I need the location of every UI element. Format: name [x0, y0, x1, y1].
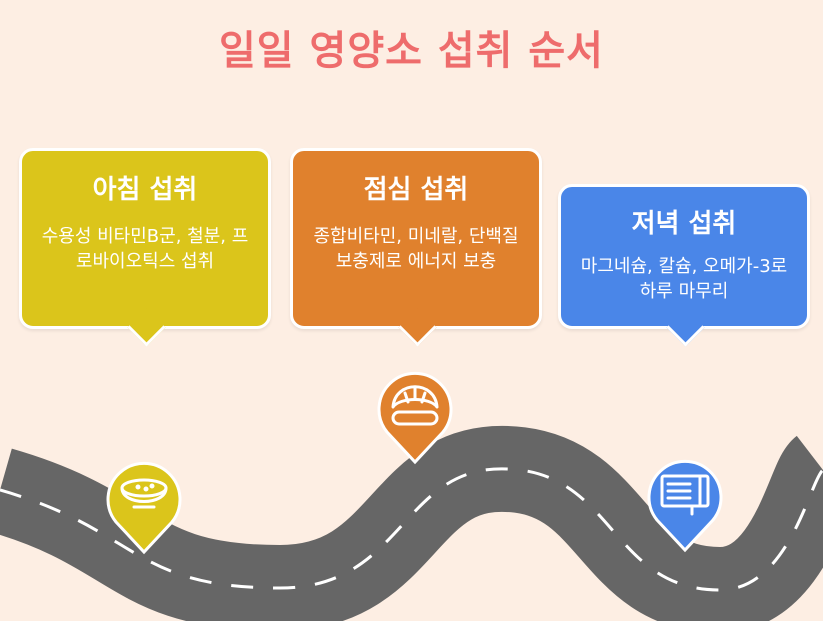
breakfast-card-description: 수용성 비타민B군, 철분, 프로바이오틱스 섭취	[41, 226, 249, 272]
road-center-line	[0, 467, 823, 592]
page-title: 일일 영양소 섭취 순서	[219, 28, 604, 74]
dinner-card: 저녁 섭취 마그네슘, 칼슘, 오메가-3로 하루 마무리	[558, 184, 810, 347]
microwave-icon	[660, 474, 710, 516]
dinner-map-pin	[647, 459, 723, 553]
lunch-map-pin	[377, 371, 453, 465]
lunch-card-title: 점심 섭취	[363, 175, 469, 205]
dinner-card-description: 마그네슘, 칼슘, 오메가-3로 하루 마무리	[580, 256, 788, 302]
lunch-card-description: 종합비타민, 미네랄, 단백질 보충제로 에너지 보충	[313, 226, 519, 272]
dinner-card-title: 저녁 섭취	[631, 209, 737, 239]
croissant-bread-icon	[391, 385, 439, 426]
breakfast-card-title: 아침 섭취	[92, 175, 198, 205]
soup-bowl-icon	[120, 478, 168, 509]
lunch-card: 점심 섭취 종합비타민, 미네랄, 단백질 보충제로 에너지 보충	[290, 148, 542, 347]
breakfast-map-pin	[106, 461, 182, 555]
breakfast-card: 아침 섭취 수용성 비타민B군, 철분, 프로바이오틱스 섭취	[19, 148, 271, 347]
